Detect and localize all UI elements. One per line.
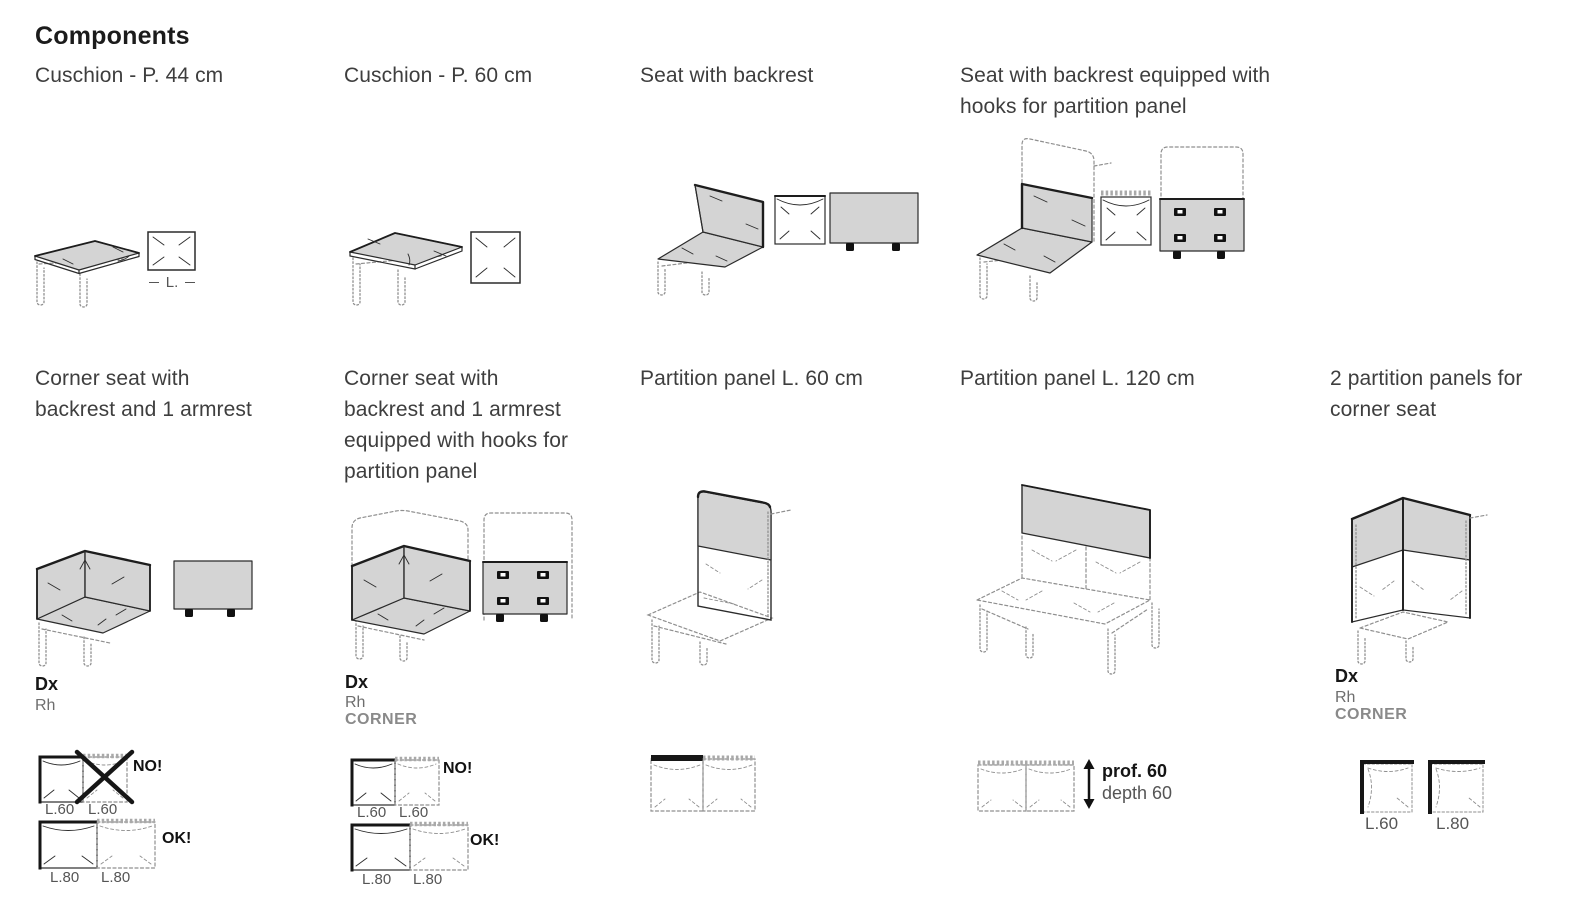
page-title: Components (35, 22, 190, 50)
panel-120-depth-secondary: depth 60 (1102, 783, 1173, 803)
panel-120-depth-primary: prof. 60 (1102, 761, 1168, 781)
size-label: L.60 (357, 804, 387, 821)
cushion-44-isometric-drawing (34, 240, 140, 308)
corner-seat-hooks-ok-combination-drawing (350, 821, 469, 872)
corner-seat-hooks-corner-tag: CORNER (345, 711, 418, 728)
seat-backrest-hooks-back-view-drawing (1159, 146, 1245, 259)
size-label: L.80 (50, 869, 80, 886)
header-cushion-60: Cuschion - P. 60 cm (344, 64, 533, 87)
seat-backrest-isometric-drawing (657, 183, 765, 296)
cushion-44-front-view-drawing (147, 231, 196, 271)
corner-panels-plan-drawing (1360, 760, 1485, 814)
corner-seat-ok-combination-drawing (38, 818, 156, 870)
seat-backrest-hooks-isometric-drawing (976, 138, 1112, 302)
corner-seat-isometric-drawing (35, 549, 152, 667)
cushion-60-front-view-drawing (470, 231, 521, 284)
corner-seat-hooks-isometric-drawing (350, 509, 472, 662)
partition-panel-120-plan-drawing (977, 760, 1075, 812)
header-cushion-44: Cuschion - P. 44 cm (35, 64, 224, 87)
corner-seat-hooks-no-combination-drawing (350, 756, 440, 807)
cross-out-icon (74, 749, 135, 805)
seat-backrest-back-view-drawing (829, 192, 919, 251)
partition-panel-60-plan-drawing (650, 755, 756, 812)
size-label: L.80 (1436, 814, 1470, 833)
corner-seat-hooks-side-word: Rh (345, 694, 366, 711)
header-seat-backrest-hooks: Seat with backrest equipped with hooks f… (960, 64, 1271, 118)
size-label: L.80 (362, 871, 392, 888)
corner-seat-hooks-ok-verdict: OK! (470, 832, 500, 849)
cushion-44-width-dimension: L. (143, 274, 201, 291)
size-label: L.80 (413, 871, 443, 888)
corner-seat-hooks-no-verdict: NO! (443, 760, 473, 777)
seat-backrest-top-view-drawing (774, 195, 826, 245)
corner-seat-hooks-side-code: Dx (345, 672, 369, 692)
size-label: L.60 (45, 801, 75, 818)
width-label: L. (165, 274, 179, 291)
header-corner-panels: 2 partition panels for corner seat (1330, 367, 1523, 421)
corner-seat-hooks-back-view-drawing (482, 512, 573, 622)
cushion-60-isometric-drawing (349, 232, 463, 306)
size-label: L.60 (399, 804, 429, 821)
corner-panels-isometric-drawing (1350, 496, 1488, 665)
corner-seat-side-word: Rh (35, 697, 56, 714)
header-panel-60: Partition panel L. 60 cm (640, 367, 864, 390)
size-label: L.80 (101, 869, 131, 886)
corner-seat-side-code: Dx (35, 674, 59, 694)
header-corner-seat: Corner seat with backrest and 1 armrest (35, 367, 252, 421)
corner-panels-corner-tag: CORNER (1335, 706, 1408, 723)
corner-panels-side-code: Dx (1335, 666, 1359, 686)
corner-seat-ok-verdict: OK! (162, 830, 192, 847)
corner-seat-back-view-drawing (173, 560, 253, 617)
hook-icon (497, 571, 549, 605)
depth-arrow-icon (1083, 759, 1095, 809)
size-label: L.60 (88, 801, 118, 818)
hook-icon (1174, 208, 1226, 242)
header-corner-seat-hooks: Corner seat with backrest and 1 armrest … (344, 367, 569, 483)
corner-panels-side-word: Rh (1335, 689, 1356, 706)
partition-panel-120-isometric-drawing (975, 484, 1160, 675)
corner-seat-no-combination-drawing (38, 749, 135, 805)
header-panel-120: Partition panel L. 120 cm (960, 367, 1195, 390)
size-label: L.60 (1365, 814, 1399, 833)
partition-panel-60-isometric-drawing (646, 490, 792, 666)
dimension-tick-right (185, 282, 196, 283)
header-seat-backrest: Seat with backrest (640, 64, 814, 87)
seat-backrest-hooks-top-view-drawing (1100, 190, 1152, 246)
dimension-tick-left (148, 282, 159, 283)
corner-seat-no-verdict: NO! (133, 758, 163, 775)
